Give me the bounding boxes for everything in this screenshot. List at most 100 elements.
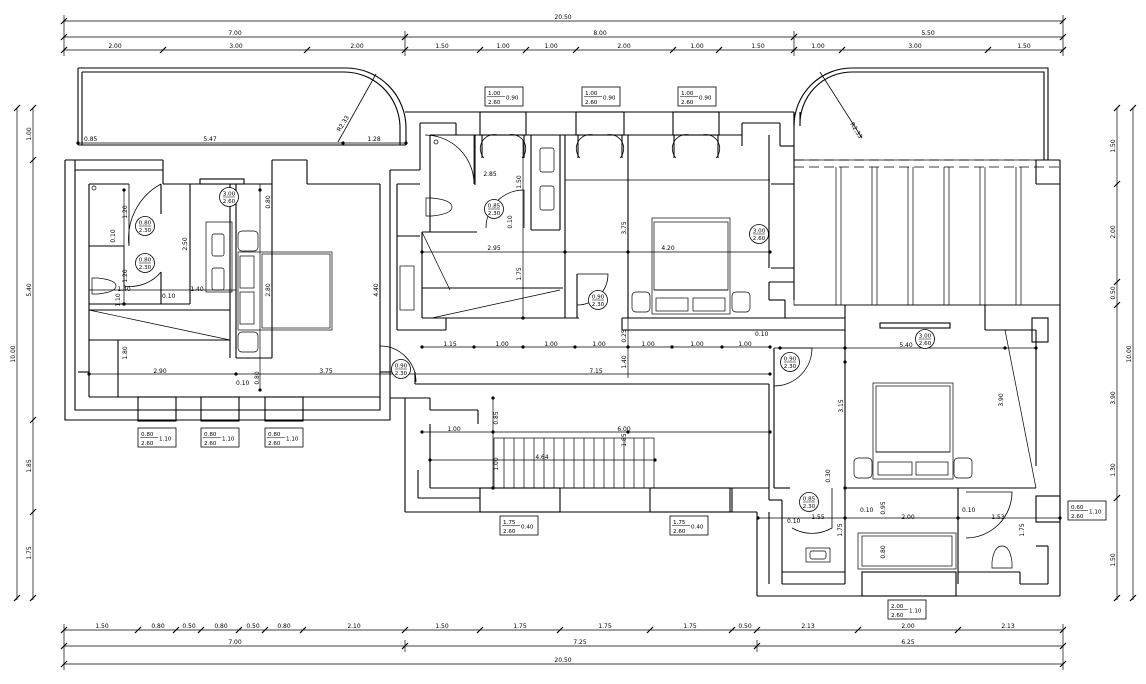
interior-dim: 1.00 bbox=[592, 341, 606, 348]
window-tag: 0.802.601.10 bbox=[137, 427, 177, 448]
door-marker-height: 2.60 bbox=[223, 199, 236, 205]
interior-dim: 1.40 bbox=[117, 286, 131, 293]
interior-dimension-labels: 0.85 5.47 1.28 R2.33 R2.33 2.85 1.50 0.1… bbox=[84, 114, 1117, 558]
interior-dim: 1.20 bbox=[122, 269, 129, 283]
dim-bottom-detail: 1.75 bbox=[513, 623, 527, 630]
interior-dim: 0.25 bbox=[621, 329, 628, 343]
dim-top-detail: 1.50 bbox=[435, 43, 449, 50]
interior-dim: 3.90 bbox=[998, 393, 1005, 407]
interior-dim: 2.85 bbox=[483, 171, 497, 178]
interior-dim: 1.10 bbox=[115, 293, 122, 307]
dim-bottom-detail: 0.50 bbox=[182, 623, 196, 630]
dim-bottom-detail: 2.13 bbox=[801, 623, 815, 630]
interior-dim: 0.10 bbox=[110, 229, 117, 243]
interior-dim: 2.80 bbox=[265, 283, 272, 297]
dim-right-detail: 1.50 bbox=[1110, 553, 1117, 567]
interior-dim: 1.28 bbox=[367, 136, 381, 143]
door-marker-width: 0.80 bbox=[139, 221, 152, 227]
dim-bottom-detail: 2.10 bbox=[347, 623, 361, 630]
door-marker-height: 2.30 bbox=[139, 265, 152, 271]
interior-dim: 0.10 bbox=[962, 507, 976, 514]
window-tag: 2.002.601.10 bbox=[887, 599, 927, 620]
window-tag-height: 2.60 bbox=[673, 529, 686, 535]
door-marker-width: 0.80 bbox=[139, 258, 152, 264]
interior-dim: 0.10 bbox=[507, 215, 514, 229]
dim-right-detail: 1.50 bbox=[1110, 139, 1117, 153]
window-tag: 0.802.601.10 bbox=[200, 427, 240, 448]
window-tag-width: 1.75 bbox=[673, 520, 686, 526]
window-tag-height: 2.60 bbox=[1071, 514, 1084, 520]
interior-dim-lines bbox=[78, 140, 1060, 519]
door-marker-width: 0.85 bbox=[488, 204, 501, 210]
dim-bottom-detail: 1.75 bbox=[683, 623, 697, 630]
dim-top-mid: 5.50 bbox=[921, 30, 935, 37]
interior-dim: 2.50 bbox=[182, 237, 189, 251]
window-tag-width: 1.00 bbox=[488, 91, 501, 97]
doors bbox=[123, 71, 1013, 539]
interior-dim: 3.15 bbox=[838, 399, 845, 413]
dimension-lines bbox=[13, 15, 1137, 670]
interior-dim: 1.00 bbox=[447, 426, 461, 433]
interior-dim: 3.75 bbox=[319, 368, 333, 375]
interior-dim: R2.33 bbox=[848, 121, 863, 140]
dim-bottom-detail: 0.80 bbox=[214, 623, 228, 630]
window-tag-height: 2.60 bbox=[488, 100, 501, 106]
window-tag-sill: 1.10 bbox=[286, 437, 299, 443]
interior-dim: 0.80 bbox=[254, 371, 261, 385]
dim-right-detail: 0.50 bbox=[1110, 286, 1117, 300]
interior-dim: 1.00 bbox=[738, 341, 752, 348]
window-tag-sill: 1.10 bbox=[222, 437, 235, 443]
window-tag-height: 2.60 bbox=[503, 529, 516, 535]
interior-dim: 1.85 bbox=[621, 433, 628, 447]
window-tag-width: 0.60 bbox=[1071, 505, 1084, 511]
interior-dim: 0.10 bbox=[236, 380, 250, 387]
window-tag-width: 0.80 bbox=[141, 432, 154, 438]
dim-top-detail: 1.00 bbox=[690, 43, 704, 50]
interior-dim: 0.80 bbox=[265, 195, 272, 209]
window-tags: 1.00 2.60 0.90 1.00 2.60 0.90 1.00 2.60 0.90 0.80… bbox=[137, 86, 1107, 620]
dim-bottom-detail: 1.50 bbox=[435, 623, 449, 630]
window-tag-width: 1.75 bbox=[503, 520, 516, 526]
door-marker-width: 0.85 bbox=[803, 497, 816, 503]
window-tag-width: 2.00 bbox=[891, 604, 904, 610]
interior-dim: 0.85 bbox=[493, 411, 500, 425]
dim-top-detail: 1.50 bbox=[751, 43, 765, 50]
dim-bottom-detail: 2.00 bbox=[901, 623, 915, 630]
interior-dim: 1.40 bbox=[621, 355, 628, 369]
dim-right-total: 10.00 bbox=[1126, 345, 1133, 362]
interior-dim: 1.80 bbox=[122, 346, 129, 360]
window-tag-sill: 0.90 bbox=[506, 96, 519, 102]
dim-top-mid: 8.00 bbox=[593, 30, 607, 37]
window-tag-sill: 0.90 bbox=[603, 96, 616, 102]
interior-dim: 2.00 bbox=[901, 514, 915, 521]
window-tag-width: 0.80 bbox=[268, 432, 281, 438]
window-tag-height: 2.60 bbox=[681, 100, 694, 106]
window-tag-height: 2.60 bbox=[268, 441, 281, 447]
dim-top-detail: 1.00 bbox=[544, 43, 558, 50]
door-marker: 0.902.30 bbox=[391, 359, 411, 379]
dim-bottom-detail: 0.80 bbox=[277, 623, 291, 630]
door-marker-height: 2.30 bbox=[592, 302, 605, 308]
dim-top-total: 20.50 bbox=[554, 14, 571, 21]
window-tag: 1.752.600.40 bbox=[499, 515, 539, 536]
interior-dim: 1.75 bbox=[837, 523, 844, 537]
interior-dim: 3.75 bbox=[621, 221, 628, 235]
interior-dim: 5.47 bbox=[203, 136, 217, 143]
interior-dim: 1.00 bbox=[641, 341, 655, 348]
window-tag: 0.602.601.10 bbox=[1067, 500, 1107, 521]
interior-dim: 1.00 bbox=[493, 457, 500, 471]
dim-bottom-detail: 1.75 bbox=[598, 623, 612, 630]
window-tag-sill: 0.40 bbox=[691, 525, 704, 531]
window-tag-width: 0.80 bbox=[204, 432, 217, 438]
interior-dim: 1.00 bbox=[544, 341, 558, 348]
window-tag-height: 2.60 bbox=[585, 100, 598, 106]
interior-dim: 4.40 bbox=[373, 283, 380, 297]
interior-dim: 0.10 bbox=[860, 507, 874, 514]
interior-dim: 0.10 bbox=[162, 293, 176, 300]
door-marker-width: 3.00 bbox=[919, 334, 932, 340]
window-tag: 1.002.600.90 bbox=[581, 86, 621, 107]
dim-bottom-total: 20.50 bbox=[554, 657, 571, 664]
interior-dim: 1.50 bbox=[516, 175, 523, 189]
door-marker-width: 0.90 bbox=[784, 357, 797, 363]
dim-bottom-mid: 7.25 bbox=[573, 639, 587, 646]
